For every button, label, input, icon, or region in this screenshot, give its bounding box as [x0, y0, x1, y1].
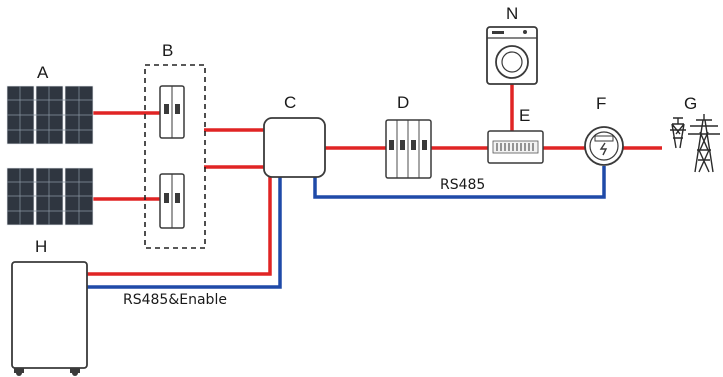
distribution-box-icon [487, 130, 544, 164]
transmission-tower-icon [670, 114, 720, 173]
washing-machine-icon [486, 26, 538, 85]
inverter-icon [263, 117, 326, 178]
dc-breaker-icon [159, 85, 185, 139]
distribution-box: E [487, 106, 544, 164]
battery: H [11, 237, 88, 376]
rs485-enable-label: RS485&Enable [123, 292, 227, 308]
label-a: A [37, 63, 49, 82]
pv-module-top [6, 85, 94, 145]
inverter: C [263, 93, 326, 178]
label-g: G [684, 94, 697, 113]
label-c: C [284, 93, 296, 112]
label-e: E [519, 106, 530, 125]
dc-breaker-icon [159, 173, 185, 229]
label-n: N [506, 4, 518, 23]
label-f: F [596, 94, 606, 113]
rs485-label: RS485 [440, 177, 485, 193]
battery-power-wire [87, 177, 272, 276]
pv-array: A [6, 63, 94, 226]
label-d: D [397, 93, 409, 112]
rs485-enable-battery-line [87, 177, 282, 289]
dc-switch-box-outline [144, 64, 206, 249]
label-h: H [35, 237, 47, 256]
dc-switch-box: B [144, 41, 206, 249]
energy-meter: F [584, 94, 624, 166]
solar-panel-icon [35, 167, 64, 226]
ac-breaker-icon [385, 119, 432, 179]
ac-breaker: D [385, 93, 432, 179]
power-wiring [87, 84, 662, 276]
communication-wiring [87, 166, 606, 289]
grid: G [670, 94, 720, 173]
battery-cabinet-icon [11, 261, 88, 376]
rs485-meter-line [313, 166, 606, 199]
energy-meter-icon [584, 126, 624, 166]
pv-module-bottom [6, 167, 94, 226]
load: N [486, 4, 538, 85]
solar-panel-icon [6, 167, 35, 226]
label-b: B [162, 41, 173, 60]
